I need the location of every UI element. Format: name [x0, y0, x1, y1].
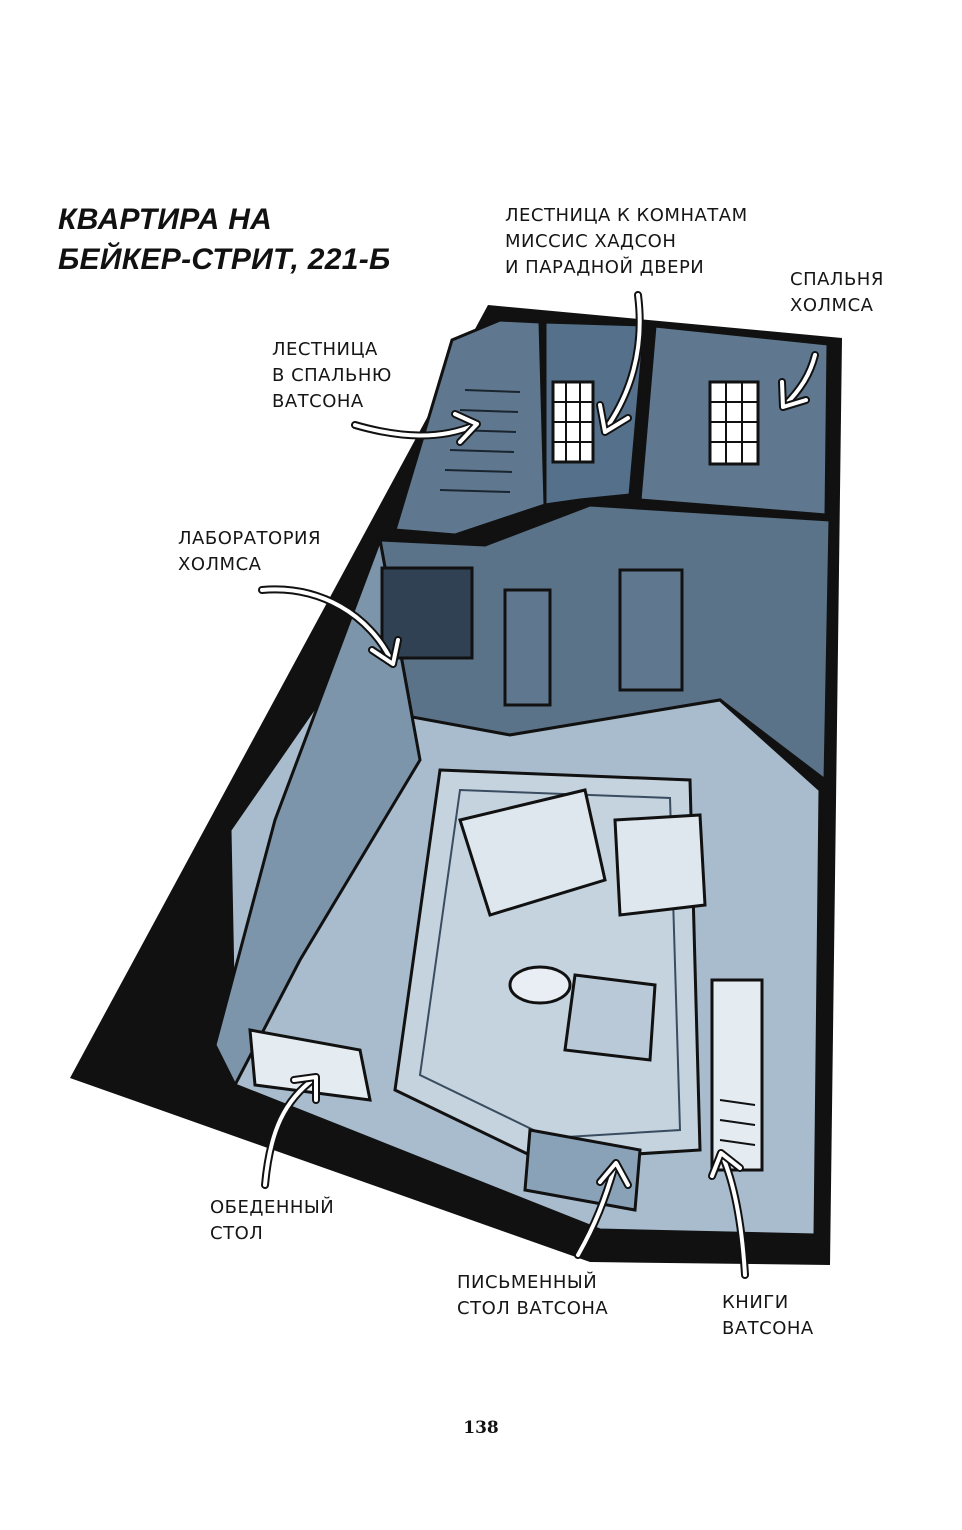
label-stairs-watson: ЛЕСТНИЦА В СПАЛЬНЮ ВАТСОНА: [272, 337, 392, 415]
label-stairs-hudson-line-1: ЛЕСТНИЦА К КОМНАТАМ: [505, 205, 748, 226]
rug-border: [418, 788, 682, 1140]
lab-bookshelf: [380, 566, 474, 660]
label-watson-desk-line-1: ПИСЬМЕННЫЙ: [457, 1272, 598, 1293]
watson-bookshelf: [710, 978, 764, 1172]
arrow-dining-table: [261, 1073, 320, 1189]
pointer-arrows: [258, 291, 819, 1279]
label-stairs-watson-line-2: В СПАЛЬНЮ: [272, 365, 392, 386]
label-watson-books-line-1: КНИГИ: [722, 1292, 789, 1313]
label-holmes-bedroom: СПАЛЬНЯ ХОЛМСА: [790, 267, 884, 319]
dining-table-shape: [248, 1028, 372, 1102]
side-door: [503, 588, 552, 707]
arrow-stairs-watson: [351, 410, 481, 446]
label-dining-table: ОБЕДЕННЫЙ СТОЛ: [210, 1195, 334, 1247]
diagram-title: КВАРТИРА НА БЕЙКЕР-СТРИТ, 221-Б: [58, 200, 391, 280]
label-dining-table-line-2: СТОЛ: [210, 1223, 264, 1244]
armchair-holmes: [613, 813, 707, 917]
arrow-watson-desk: [574, 1159, 632, 1259]
page-number: 138: [463, 1418, 499, 1438]
label-holmes-bedroom-line-2: ХОЛМСА: [790, 295, 874, 316]
stair-steps: [439, 389, 521, 493]
label-watson-desk-line-2: СТОЛ ВАТСОНА: [457, 1298, 609, 1319]
label-stairs-hudson: ЛЕСТНИЦА К КОМНАТАМ МИССИС ХАДСОН И ПАРА…: [505, 203, 748, 281]
label-holmes-bedroom-line-1: СПАЛЬНЯ: [790, 269, 884, 290]
label-watson-books-line-2: ВАТСОНА: [722, 1318, 814, 1339]
main-door: [618, 568, 684, 692]
label-dining-table-line-1: ОБЕДЕННЫЙ: [210, 1197, 335, 1218]
sofa: [458, 788, 607, 917]
label-holmes-lab-line-1: ЛАБОРАТОРИЯ: [178, 528, 322, 549]
arrow-stairs-hudson: [596, 291, 644, 436]
title-line-2: БЕЙКЕР-СТРИТ, 221-Б: [58, 243, 391, 276]
title-line-1: КВАРТИРА НА: [58, 203, 273, 236]
label-stairs-hudson-line-2: МИССИС ХАДСОН: [505, 231, 677, 252]
label-holmes-lab: ЛАБОРАТОРИЯ ХОЛМСА: [178, 526, 321, 578]
main-room-left-wall: [213, 534, 422, 1089]
armchair-watson: [563, 973, 657, 1062]
round-table: [508, 965, 572, 1005]
arrow-watson-books: [708, 1149, 749, 1279]
arrow-holmes-bedroom: [778, 351, 819, 411]
label-holmes-lab-line-2: ХОЛМСА: [178, 554, 262, 575]
label-stairs-watson-line-1: ЛЕСТНИЦА: [272, 339, 378, 360]
label-watson-books: КНИГИ ВАТСОНА: [722, 1290, 814, 1342]
label-stairs-watson-line-3: ВАТСОНА: [272, 391, 364, 412]
arrow-holmes-lab: [258, 585, 402, 668]
label-stairs-hudson-line-3: И ПАРАДНОЙ ДВЕРИ: [505, 257, 705, 278]
label-watson-desk: ПИСЬМЕННЫЙ СТОЛ ВАТСОНА: [457, 1270, 608, 1322]
